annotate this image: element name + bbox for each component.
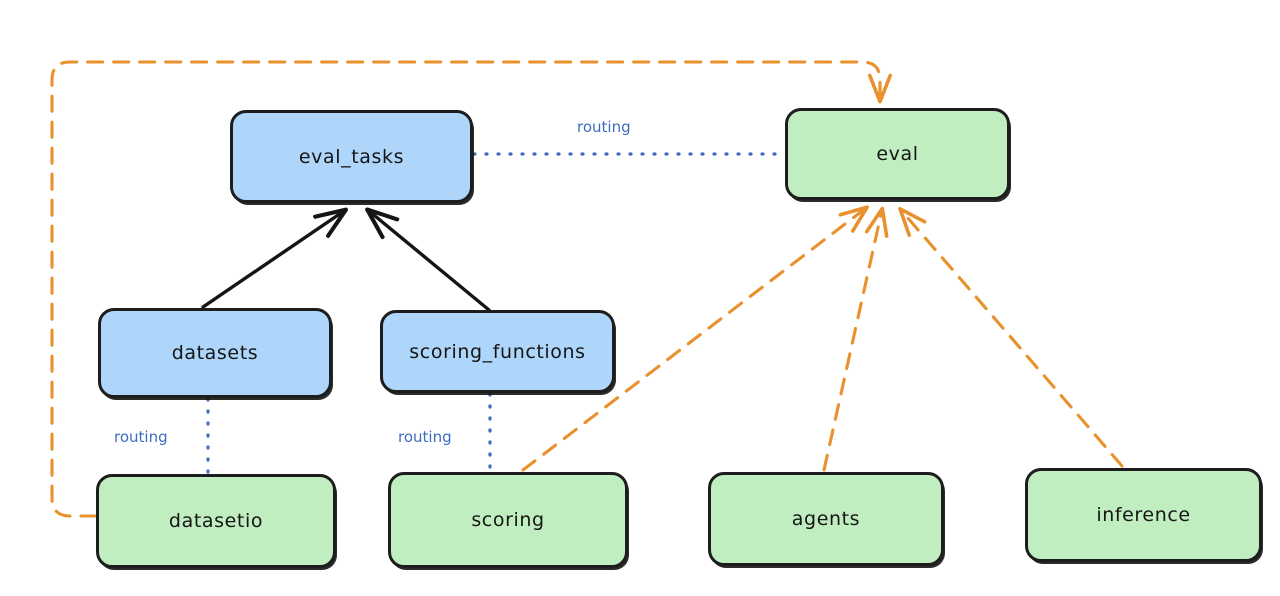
- edge-scoring-to-eval: [521, 205, 870, 472]
- node-datasetio[interactable]: datasetio: [96, 474, 336, 568]
- node-label-scoring: scoring: [471, 509, 545, 531]
- node-label-scoring-functions: scoring_functions: [409, 340, 586, 363]
- node-eval[interactable]: eval: [785, 108, 1010, 200]
- node-label-agents: agents: [791, 508, 861, 530]
- node-inference[interactable]: inference: [1025, 468, 1262, 562]
- node-label-inference: inference: [1096, 504, 1191, 526]
- node-agents[interactable]: agents: [708, 472, 944, 566]
- node-datasets[interactable]: datasets: [98, 308, 332, 398]
- edge-label-routing-eval-tasks: routing: [577, 118, 631, 136]
- edge-label-routing-datasets: routing: [114, 428, 168, 446]
- node-label-datasets: datasets: [171, 342, 259, 364]
- node-eval-tasks[interactable]: eval_tasks: [230, 110, 473, 203]
- edge-datasetio-to-eval: [50, 60, 893, 518]
- node-label-eval-tasks: eval_tasks: [298, 145, 405, 168]
- node-scoring-functions[interactable]: scoring_functions: [380, 310, 615, 393]
- node-label-eval: eval: [876, 143, 919, 165]
- edge-label-routing-scoring-functions: routing: [398, 428, 452, 446]
- node-scoring[interactable]: scoring: [388, 472, 628, 568]
- node-label-datasetio: datasetio: [168, 510, 264, 532]
- edge-datasets-to-eval_tasks: [201, 211, 344, 309]
- edge-scoring_functions-to-eval_tasks: [369, 211, 491, 312]
- edge-agents-to-eval: [822, 206, 889, 472]
- edge-inference-to-eval: [898, 207, 1124, 468]
